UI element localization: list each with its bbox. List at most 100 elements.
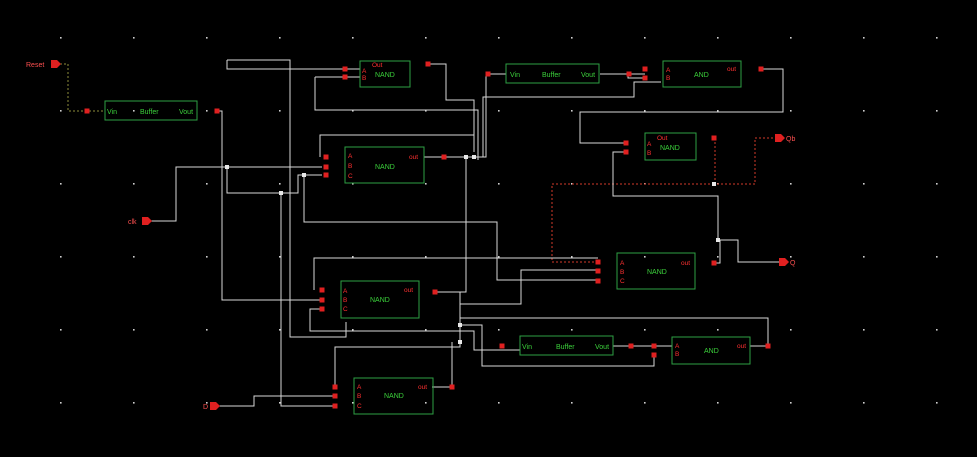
port-qb-label: Qb [786, 136, 795, 143]
grid-dot [717, 37, 719, 39]
pin-marker[interactable] [323, 154, 329, 160]
port-d[interactable]: D [203, 402, 220, 411]
grid-dot [133, 329, 135, 331]
grid-dot [644, 256, 646, 258]
port-reset[interactable]: Reset [26, 60, 61, 69]
nand-bot-a-label: A [357, 384, 362, 391]
pin-marker[interactable] [711, 260, 717, 266]
grid-dot [863, 329, 865, 331]
wire-junction [458, 340, 462, 344]
pin-marker[interactable] [342, 74, 348, 80]
grid-dot [279, 329, 281, 331]
grid-dot [571, 110, 573, 112]
buffer-gate-3[interactable]: Vin Buffer Vout [519, 335, 614, 356]
pin-marker[interactable] [332, 384, 338, 390]
buffer-gate-2[interactable]: Vin Buffer Vout [505, 63, 600, 84]
pin-marker[interactable] [84, 108, 90, 114]
pin-marker[interactable] [651, 352, 657, 358]
and-gate-2[interactable]: A B AND out [671, 336, 751, 365]
nand-gate-qb[interactable]: Out A B NAND [644, 132, 697, 161]
grid-dot [790, 256, 792, 258]
grid-dot [571, 37, 573, 39]
grid-dot [863, 110, 865, 112]
pin-marker[interactable] [342, 66, 348, 72]
pin-marker[interactable] [628, 343, 634, 349]
wire-junctions [225, 155, 720, 344]
nand-qb-b-label: B [647, 150, 651, 157]
pin-marker[interactable] [441, 154, 447, 160]
wire-junction [712, 182, 716, 186]
pin-marker[interactable] [758, 66, 764, 72]
grid-dot [60, 37, 62, 39]
and2-b-label: B [675, 351, 679, 358]
nand-mid-title: NAND [375, 164, 395, 171]
grid-dot [644, 37, 646, 39]
grid-dot [644, 110, 646, 112]
pin-marker[interactable] [332, 393, 338, 399]
grid-dot [425, 402, 427, 404]
grid-dots [60, 37, 938, 404]
pin-marker[interactable] [323, 164, 329, 170]
pin-marker[interactable] [425, 61, 431, 67]
port-clk[interactable]: clk [128, 217, 152, 226]
pin-marker[interactable] [319, 287, 325, 293]
grid-dot [279, 110, 281, 112]
pin-marker[interactable] [499, 343, 505, 349]
pin-marker[interactable] [332, 403, 338, 409]
grid-dot [60, 110, 62, 112]
nand-gate-bottom[interactable]: A B C NAND out [353, 377, 434, 415]
wire-junction [279, 191, 283, 195]
grid-dot [936, 37, 938, 39]
wire-junction [464, 155, 468, 159]
grid-dot [133, 402, 135, 404]
nand-gate-q[interactable]: A B C NAND out [616, 252, 696, 290]
wires [60, 59, 784, 407]
port-q[interactable]: Q [779, 258, 796, 267]
grid-dot [936, 183, 938, 185]
pin-marker[interactable] [319, 306, 325, 312]
pin-marker[interactable] [595, 259, 601, 265]
nand-gate-top[interactable]: Out A B NAND [359, 60, 411, 88]
grid-dot [352, 183, 354, 185]
grid-dot [790, 329, 792, 331]
grid-dot [206, 402, 208, 404]
buffer-gate-1[interactable]: Vin Buffer Vout [104, 100, 198, 121]
nand-top-b-label: B [362, 75, 366, 82]
pin-marker[interactable] [432, 289, 438, 295]
nand-gate-mid[interactable]: A B C NAND out [344, 146, 425, 184]
pin-marker[interactable] [449, 384, 455, 390]
nand-q-b-label: B [620, 269, 624, 276]
pin-marker[interactable] [642, 66, 648, 72]
grid-dot [790, 402, 792, 404]
nand-qb-title: NAND [660, 145, 680, 152]
grid-dot [936, 329, 938, 331]
nand-left-out-label: out [404, 287, 413, 294]
grid-dot [790, 110, 792, 112]
pin-marker[interactable] [595, 268, 601, 274]
nand-top-title: NAND [375, 72, 395, 79]
nand-mid-c-label: C [348, 173, 353, 180]
and2-out-label: out [737, 343, 746, 350]
nand-q-out-label: out [681, 260, 690, 267]
pin-marker[interactable] [642, 75, 648, 81]
pin-marker[interactable] [765, 343, 771, 349]
nand-gate-left[interactable]: A B C NAND out [340, 280, 420, 319]
pin-marker[interactable] [623, 140, 629, 146]
and-gate-1[interactable]: A B AND out [662, 60, 742, 88]
grid-dot [279, 402, 281, 404]
pin-marker[interactable] [711, 135, 717, 141]
and2-a-label: A [675, 343, 680, 350]
pin-marker[interactable] [623, 149, 629, 155]
pin-marker[interactable] [595, 278, 601, 284]
pin-marker[interactable] [626, 71, 632, 77]
grid-dot [498, 329, 500, 331]
grid-dot [60, 329, 62, 331]
pin-marker[interactable] [485, 71, 491, 77]
pin-marker[interactable] [651, 343, 657, 349]
port-qb[interactable]: Qb [775, 134, 795, 143]
pin-marker[interactable] [323, 172, 329, 178]
pin-marker[interactable] [214, 108, 220, 114]
pin-marker[interactable] [319, 297, 325, 303]
nand-bot-out-label: out [418, 384, 427, 391]
